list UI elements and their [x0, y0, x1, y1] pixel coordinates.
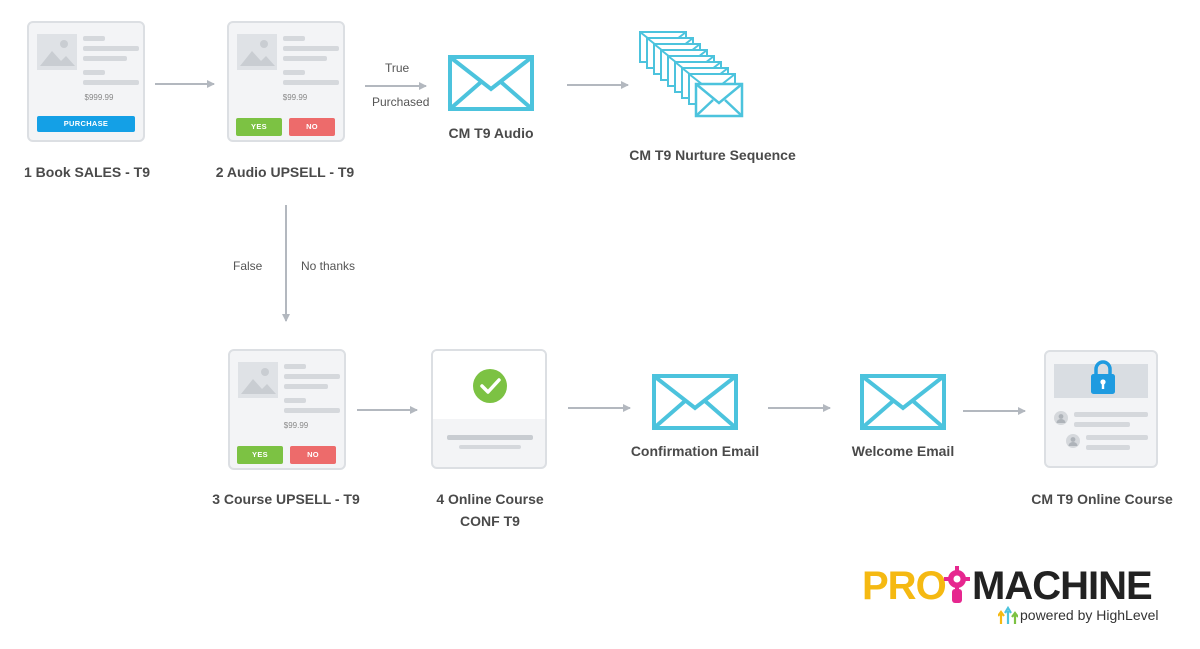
- image-placeholder-icon: [37, 34, 77, 70]
- powered-by-text: powered by HighLevel: [1020, 607, 1159, 623]
- online-course-member-card[interactable]: [1044, 350, 1158, 468]
- edge-label-false: False: [233, 259, 263, 273]
- image-placeholder-icon: [237, 34, 277, 70]
- confirmation-email-caption: Confirmation Email: [630, 443, 760, 459]
- lock-icon: [1091, 360, 1115, 394]
- purchase-button[interactable]: PURCHASE: [37, 116, 135, 132]
- no-button[interactable]: NO: [289, 118, 335, 136]
- highlevel-arrows-icon: [998, 606, 1018, 624]
- price-text: $999.99: [84, 93, 114, 102]
- envelope-icon: [860, 374, 946, 430]
- book-sales-caption: 1 Book SALES - T9: [23, 164, 151, 180]
- yes-button[interactable]: YES: [237, 446, 283, 464]
- course-upsell-caption: 3 Course UPSELL - T9: [212, 491, 360, 507]
- audio-upsell-caption: 2 Audio UPSELL - T9: [215, 164, 355, 180]
- logo-pro: PRO: [862, 564, 947, 608]
- check-circle-icon: [473, 369, 507, 403]
- price-text: $99.99: [283, 421, 309, 430]
- no-button[interactable]: NO: [290, 446, 336, 464]
- envelope-icon: [652, 374, 738, 430]
- gear-brain-icon: [944, 566, 970, 603]
- user-avatar-icon: [1066, 434, 1080, 448]
- edge-label-no-thanks: No thanks: [301, 259, 356, 273]
- nurture-caption: CM T9 Nurture Sequence: [629, 147, 796, 163]
- price-text: $99.99: [282, 93, 308, 102]
- yes-button[interactable]: YES: [236, 118, 282, 136]
- course-upsell-page-card[interactable]: $99.99 YES NO: [228, 349, 346, 470]
- course-confirmation-page-card[interactable]: [431, 349, 547, 469]
- edge-label-purchased: Purchased: [372, 95, 430, 109]
- course-conf-caption-line2: CONF T9: [460, 513, 520, 529]
- welcome-email-caption: Welcome Email: [851, 443, 955, 459]
- book-sales-page-card[interactable]: $999.99 PURCHASE: [27, 21, 145, 142]
- online-course-caption: CM T9 Online Course: [1031, 491, 1173, 507]
- logo-machine: MACHINE: [972, 564, 1153, 608]
- email-sequence-icon: [639, 31, 744, 118]
- edge-label-true: True: [385, 61, 410, 75]
- course-conf-caption-line1: 4 Online Course: [436, 491, 544, 507]
- user-avatar-icon: [1054, 411, 1068, 425]
- cm-audio-caption: CM T9 Audio: [448, 125, 534, 141]
- image-placeholder-icon: [238, 362, 278, 398]
- envelope-icon: [448, 55, 534, 111]
- audio-upsell-page-card[interactable]: $99.99 YES NO: [227, 21, 345, 142]
